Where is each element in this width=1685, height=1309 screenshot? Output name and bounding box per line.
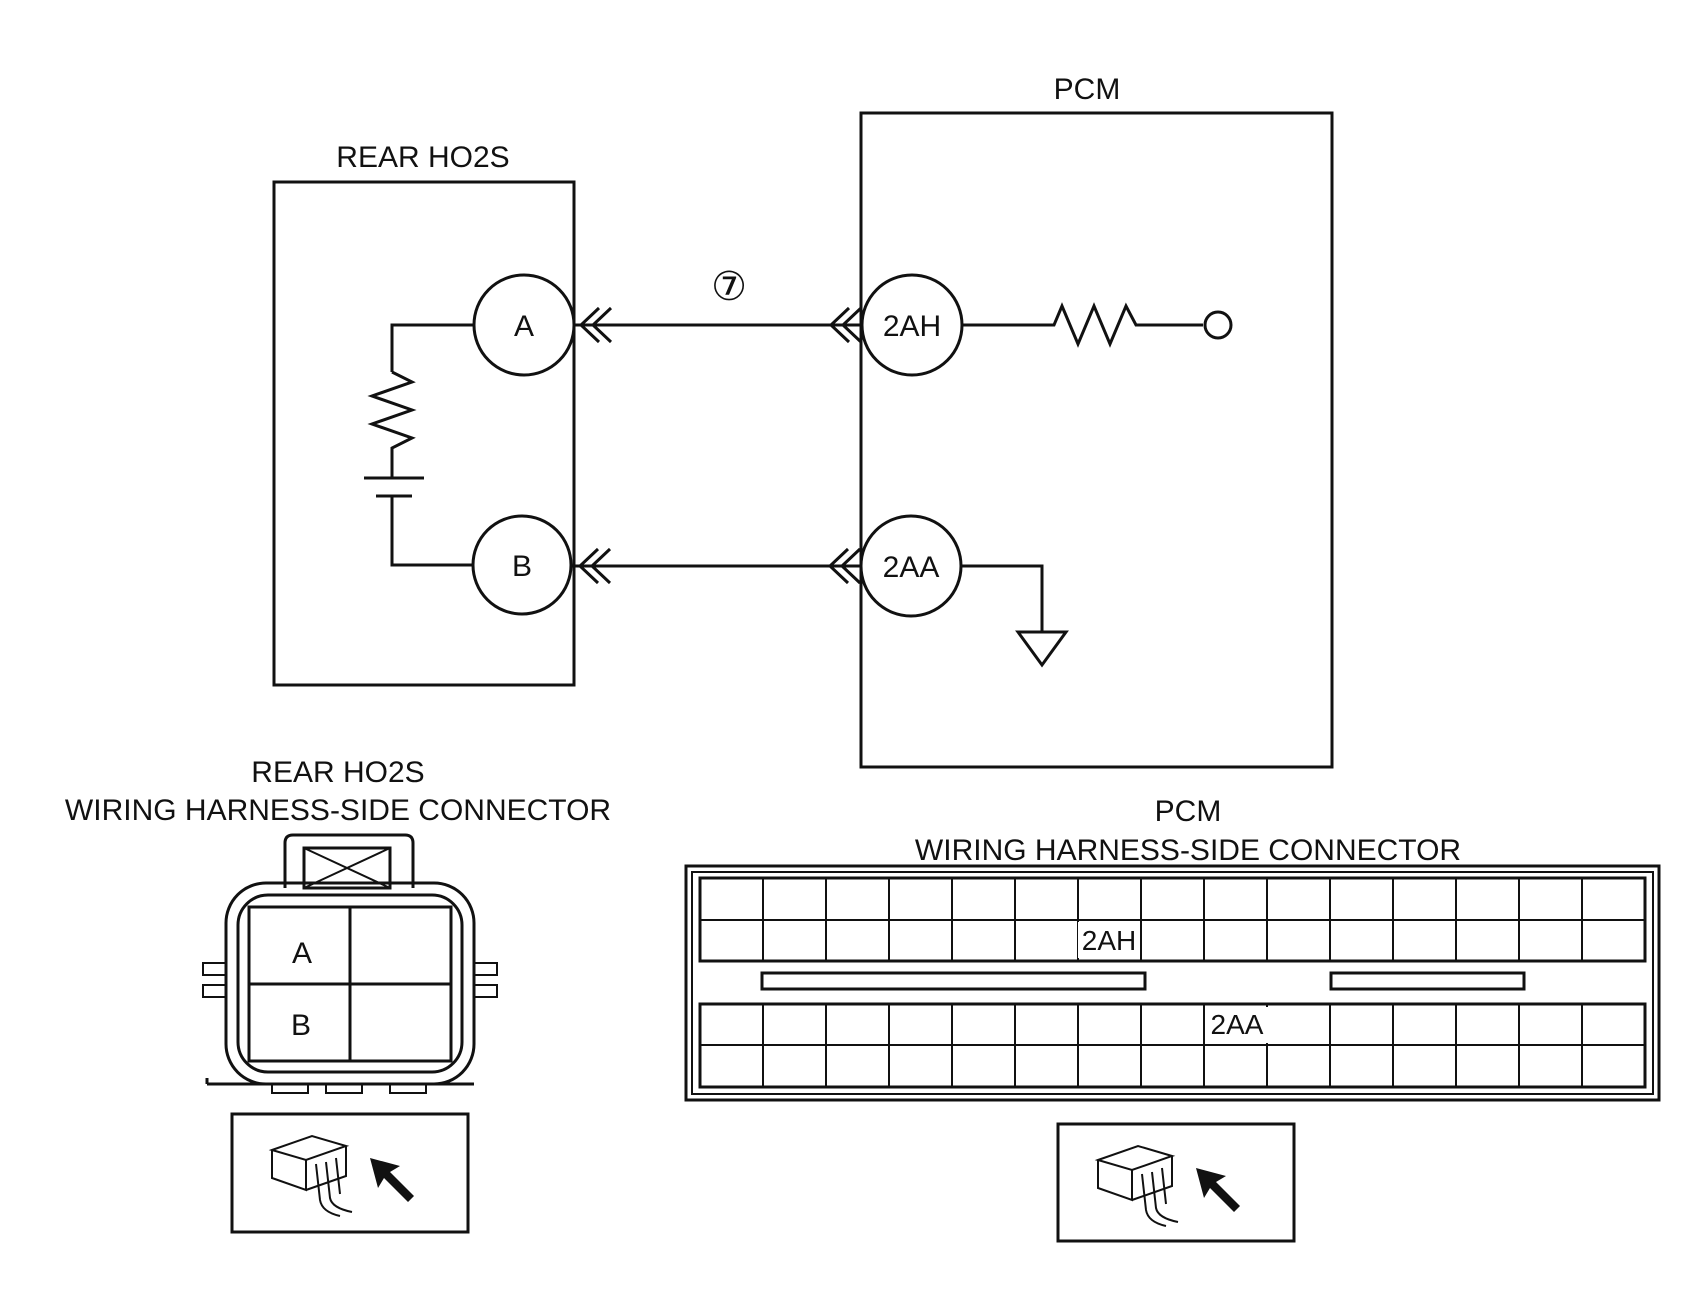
pcm-connector-title-line2: WIRING HARNESS-SIDE CONNECTOR (915, 834, 1461, 867)
rear-ho2s-pin-b (471, 514, 573, 616)
rear-ho2s-pin-b-label: B (512, 550, 532, 583)
pcm-ground-symbol (1015, 630, 1069, 668)
pcm-internal-resistor-symbol (962, 302, 1203, 348)
connector-symbol-a (578, 306, 613, 344)
rear-ho2s-title: REAR HO2S (336, 141, 509, 174)
pcm-connector-label-2aa-bg (1206, 1007, 1268, 1043)
pcm-connector-view-icon (1056, 1122, 1296, 1243)
pcm-box (859, 111, 1334, 769)
pcm-ground-wire (961, 564, 1044, 632)
pcm-pin-2aa-label: 2AA (883, 551, 940, 584)
wire-a-marker: ⑦ (711, 265, 747, 309)
pcm-connector-label-2aa: 2AA (1211, 1009, 1264, 1040)
connector-symbol-2aa (827, 547, 862, 585)
rear-connector-title-line2: WIRING HARNESS-SIDE CONNECTOR (65, 794, 611, 827)
pcm-connector-cavity-lines (762, 878, 1583, 1087)
rear-ho2s-internal-wire-bottom (390, 496, 473, 567)
rear-ho2s-pin-a-label: A (514, 310, 534, 343)
rear-ho2s-internal-wire-top (390, 323, 474, 372)
rear-connector-face (202, 833, 498, 1094)
rear-ho2s-box (272, 180, 576, 687)
pcm-connector-label-2ah-bg (1078, 922, 1140, 958)
pcm-connector-face (684, 864, 1661, 1102)
pcm-connector-label-2ah: 2AH (1082, 925, 1136, 956)
rear-connector-cell-b: B (291, 1009, 311, 1042)
rear-connector-title-line1: REAR HO2S (251, 756, 424, 789)
connector-symbol-b (577, 547, 612, 585)
connector-symbol-2ah (828, 306, 863, 344)
pcm-pin-2ah-label: 2AH (883, 310, 941, 343)
pcm-title: PCM (1054, 73, 1121, 106)
pcm-terminal-circle (1203, 310, 1233, 340)
rear-connector-cell-a: A (292, 937, 312, 970)
rear-ho2s-resistor-symbol (367, 370, 417, 478)
pcm-connector-title-line1: PCM (1155, 795, 1222, 828)
rear-connector-view-icon (230, 1112, 470, 1234)
